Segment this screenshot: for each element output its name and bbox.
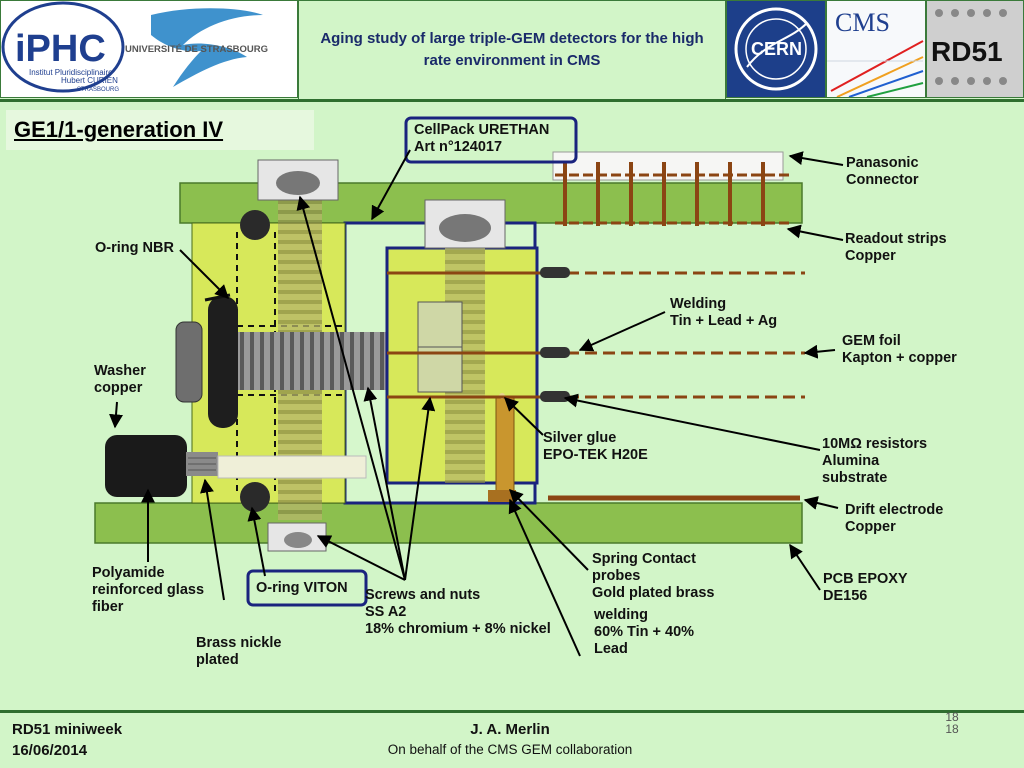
slide-title: Aging study of large triple-GEM detector… [320,30,704,69]
label-welding: Welding Tin + Lead + Ag [670,296,778,329]
iphc-line2: Hubert CURIEN [61,76,118,85]
footer-author-info: J. A. Merlin On behalf of the CMS GEM co… [330,719,690,759]
label-resistors: 10MΩ resistors Alumina substrate [822,436,928,486]
oring-viton-bottom [240,482,270,512]
iphc-mark: iPHC [15,28,106,70]
footer-date: 16/06/2014 [12,742,88,759]
cms-mark: CMS [835,8,890,37]
label-welding-tin-lead: welding 60% Tin + 40% Lead [594,607,695,657]
cms-logo-graphic: CMS [827,8,924,98]
iphc-logo-graphic: iPHC Institut Pluridisciplinaire Hubert … [1,1,268,93]
label-oring-viton: O-ring VITON [256,580,348,596]
connector-pins [563,162,765,226]
brass-pin [217,455,367,479]
cms-logo: CMS [826,0,926,98]
label-silver-glue: Silver glue EPO-TEK H20E [543,430,648,463]
washer [208,296,238,428]
label-gem-foil: GEM foil Kapton + copper [842,333,957,366]
cern-mark: CERN [751,39,802,59]
resistor-top [540,267,570,278]
header-divider [0,99,1024,102]
slide-footer: RD51 miniweek 16/06/2014 J. A. Merlin On… [0,711,1024,768]
page-number-value: 18 [945,710,959,724]
label-washer: Washer copper [94,363,146,396]
label-panasonic-connector: Panasonic Connector [846,155,919,188]
cern-logo-graphic: CERN [734,7,818,91]
oring-nbr-top [240,210,270,240]
label-oring-nbr: O-ring NBR [95,240,174,256]
label-spring-contact: Spring Contact probes Gold plated brass [592,551,715,601]
label-pcb-epoxy: PCB EPOXY DE156 [823,571,908,604]
polyamide-fiber [105,435,187,497]
label-drift-electrode: Drift electrode Copper [845,502,944,535]
page-number: 18 18 [930,711,974,735]
iphc-line3: STRASBOURG [77,87,119,93]
resistor-middle [540,347,570,358]
rd51-mark: RD51 [931,36,1003,67]
footer-event: RD51 miniweek [12,721,123,738]
footer-author: J. A. Merlin [470,721,550,738]
cern-logo: CERN [726,0,826,98]
cross-section-drawing [94,116,844,657]
footer-divider [0,710,1024,713]
resistor-bottom [540,391,570,402]
rd51-logo-graphic: RD51 [927,1,1023,97]
section-title: GE1/1-generation IV [14,117,224,142]
drift-board [94,502,803,544]
detector-cross-section: CellPack URETHAN Art n°124017 Panasonic … [0,100,1024,710]
slide-header: iPHC Institut Pluridisciplinaire Hubert … [0,0,1024,100]
spring-probe [495,397,515,499]
cellpack-callout-box [404,116,578,164]
footer-affiliation: On behalf of the CMS GEM collaboration [387,742,633,757]
label-readout-strips: Readout strips Copper [845,231,947,264]
label-polyamide: Polyamide reinforced glass fiber [92,565,205,615]
iphc-logo: iPHC Institut Pluridisciplinaire Hubert … [0,0,298,98]
iphc-line1: Institut Pluridisciplinaire [29,68,113,77]
title-box: Aging study of large triple-GEM detector… [298,0,726,100]
oring-viton-callout-box [246,569,368,607]
label-brass-nickle: Brass nickle plated [196,635,282,668]
section-title-box: GE1/1-generation IV [6,110,314,150]
label-cellpack: CellPack URETHAN Art n°124017 [414,122,550,155]
page-number-value-repeat: 18 [945,722,959,736]
footer-event-info: RD51 miniweek 16/06/2014 [12,719,122,761]
rd51-logo: RD51 [926,0,1024,98]
iphc-university: UNIVERSITÉ DE STRASBOURG [125,44,268,55]
label-screws-nuts: Screws and nuts SS A2 18% chromium + 8% … [365,587,551,637]
